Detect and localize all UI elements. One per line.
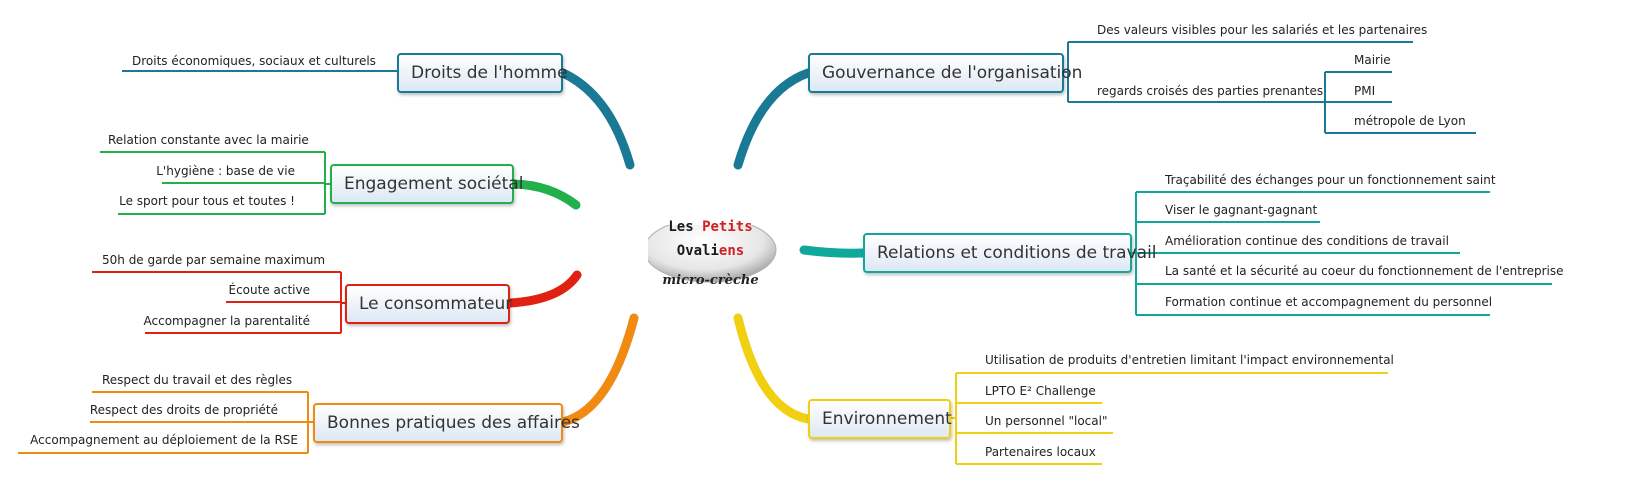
subtopic-environnement-1[interactable]: Utilisation de produits d'entretien limi… [985, 353, 1394, 367]
subtopic-engagement-3[interactable]: Le sport pour tous et toutes ! [119, 194, 295, 208]
subtopic-pratiques-2[interactable]: Respect des droits de propriété [89, 403, 278, 417]
subtopic-pratiques-1[interactable]: Respect du travail et des règles [102, 373, 293, 387]
central-word-petits: Petits [702, 219, 753, 235]
subtopic-relations-2[interactable]: Viser le gagnant-gagnant [1165, 203, 1318, 217]
trunk-environnement [733, 313, 813, 424]
trunk-pratiques [558, 313, 639, 427]
subtopic-relations-1[interactable]: Traçabilité des échanges pour un fonctio… [1165, 173, 1496, 187]
central-topic[interactable]: Les Petits Ovaliens micro-crèche [648, 219, 798, 305]
subtopic-relations-3[interactable]: Amélioration continue des conditions de … [1165, 234, 1449, 248]
central-word-les: Les [668, 219, 694, 235]
topic-bonnes-pratiques[interactable]: Bonnes pratiques des affaires [313, 403, 580, 443]
subtopic-environnement-2[interactable]: LPTO E² Challenge [985, 384, 1096, 398]
subtopic-engagement-2[interactable]: L'hygiène : base de vie [156, 164, 295, 178]
sub-subtopic-metropole[interactable]: métropole de Lyon [1354, 114, 1466, 128]
subtopic-relations-4[interactable]: La santé et la sécurité au coeur du fonc… [1165, 264, 1564, 278]
trunk-relations [799, 245, 868, 258]
subtopic-relations-5[interactable]: Formation continue et accompagnement du … [1165, 295, 1493, 309]
central-subtitle: micro-crèche [662, 273, 759, 288]
subtopic-pratiques-3[interactable]: Accompagnement au déploiement de la RSE [30, 433, 298, 447]
trunk-gouvernance [733, 68, 813, 170]
rugby-ball-icon [648, 225, 777, 283]
topic-engagement-societal[interactable]: Engagement sociétal [330, 164, 523, 204]
sub-subtopic-mairie[interactable]: Mairie [1354, 53, 1391, 67]
central-word-ovaliens: Ovaliens [676, 243, 745, 259]
trunk-droits [558, 68, 635, 170]
central-title-line2: Ovaliens [648, 243, 773, 259]
topic-le-consommateur[interactable]: Le consommateur [345, 284, 512, 324]
central-title-line1: Les Petits [648, 219, 773, 235]
subtopic-environnement-3[interactable]: Un personnel "local" [985, 414, 1108, 428]
topic-relations-conditions-travail[interactable]: Relations et conditions de travail [863, 233, 1157, 273]
subtopic-environnement-4[interactable]: Partenaires locaux [985, 445, 1096, 459]
subtopic-engagement-1[interactable]: Relation constante avec la mairie [108, 133, 309, 147]
subtopic-consommateur-2[interactable]: Écoute active [228, 283, 310, 297]
subtopic-gouvernance-2[interactable]: regards croisés des parties prenantes [1097, 84, 1324, 98]
topic-droits-de-lhomme[interactable]: Droits de l'homme [397, 53, 568, 93]
subtopic-consommateur-1[interactable]: 50h de garde par semaine maximum [102, 253, 326, 267]
subtopic-gouvernance-1[interactable]: Des valeurs visibles pour les salariés e… [1097, 23, 1428, 37]
sub-subtopic-pmi[interactable]: PMI [1354, 84, 1376, 98]
topic-environnement[interactable]: Environnement [808, 399, 952, 439]
subtopic-consommateur-3[interactable]: Accompagner la parentalité [143, 314, 311, 328]
trunk-consommateur [505, 270, 582, 308]
topic-gouvernance[interactable]: Gouvernance de l'organisation [808, 53, 1082, 93]
subtopic-droits-1[interactable]: Droits économiques, sociaux et culturels [132, 54, 376, 68]
trunk-engagement [509, 179, 581, 210]
